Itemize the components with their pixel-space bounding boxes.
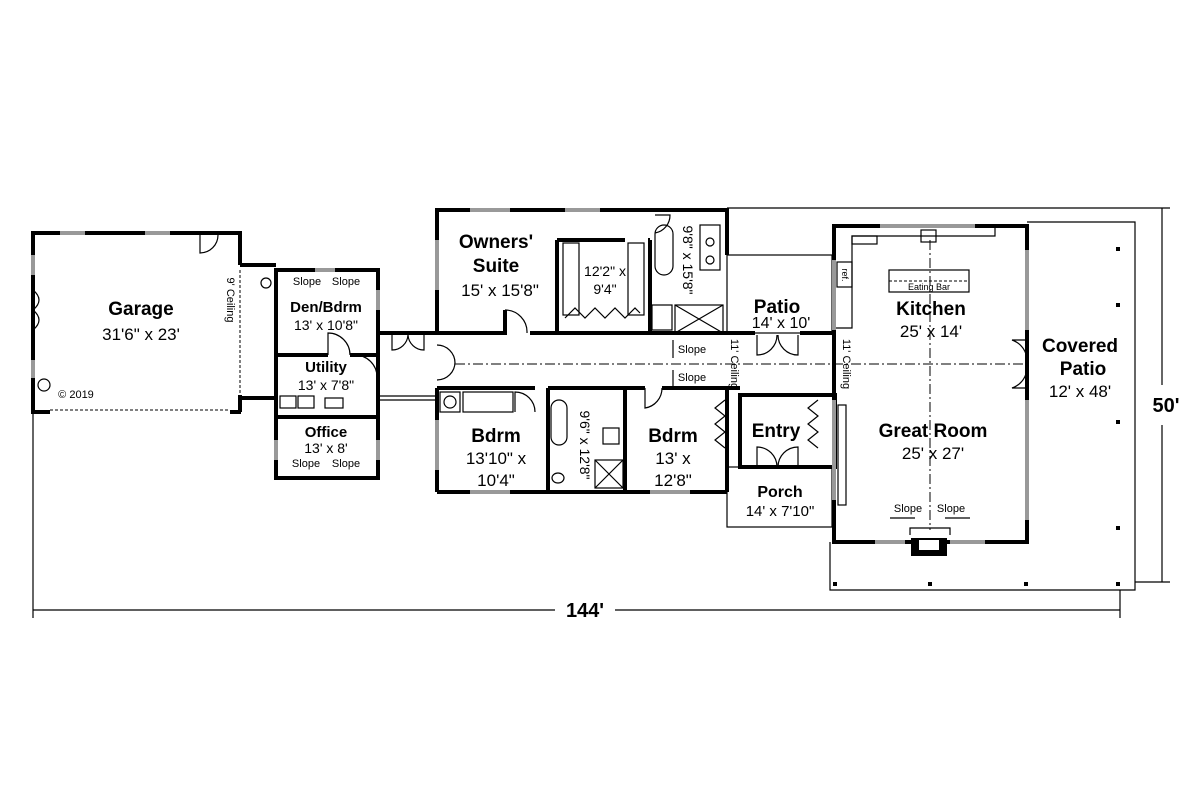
bdrm1-size-1: 13'10" x <box>466 449 527 468</box>
kitchen-name: Kitchen <box>896 299 966 320</box>
hall-ceiling-left: 11' Ceiling <box>728 339 740 389</box>
garage-ceiling-note: 9' Ceiling <box>224 278 236 323</box>
bath2-size: 9'6" x 12'8" <box>577 411 593 480</box>
great-room-name: Great Room <box>879 421 988 442</box>
office-slope-left: Slope <box>292 458 320 470</box>
entry-door[interactable] <box>756 446 799 468</box>
entry-name: Entry <box>752 421 801 442</box>
den-name: Den/Bdrm <box>290 299 362 316</box>
utility-size: 13' x 7'8" <box>298 377 354 393</box>
bdrm1-name: Bdrm <box>471 426 521 447</box>
great-room-slope-left: Slope <box>894 503 922 515</box>
den-size: 13' x 10'8" <box>294 317 358 333</box>
ref-label: ref. <box>840 268 850 281</box>
great-room-slope-right: Slope <box>937 503 965 515</box>
patio-size: 14' x 10' <box>752 315 811 332</box>
owners-suite-door[interactable] <box>504 309 528 334</box>
dimension-lines <box>32 207 1170 618</box>
owners-closet-size-2: 9'4" <box>593 281 616 297</box>
bdrm1-door[interactable] <box>514 391 536 413</box>
hall-door[interactable] <box>436 344 456 381</box>
overall-depth-label: 50' <box>1152 395 1179 417</box>
patio-door[interactable] <box>756 334 799 356</box>
porch-name: Porch <box>757 484 802 501</box>
garage-man-door[interactable] <box>199 234 219 254</box>
hall-slope-down: Slope <box>678 372 706 384</box>
bedroom-wing <box>435 208 740 494</box>
owners-suite-size: 15' x 15'8" <box>461 281 539 300</box>
kitchen-great-room <box>832 224 1029 556</box>
bdrm1-size-2: 10'4" <box>477 471 515 490</box>
owners-suite-name-2: Suite <box>473 256 519 277</box>
den-utility-office <box>240 263 380 480</box>
eating-bar-label: Eating Bar <box>908 282 950 292</box>
owners-closet-size-1: 12'2" x <box>584 263 626 279</box>
kitchen-size: 25' x 14' <box>900 322 962 341</box>
copyright: © 2019 <box>58 389 94 401</box>
garage-name: Garage <box>108 299 173 320</box>
utility-name: Utility <box>305 359 347 376</box>
covered-patio-door[interactable] <box>1011 339 1028 389</box>
bdrm2-door[interactable] <box>644 387 663 409</box>
bdrm2-size-2: 12'8" <box>654 471 692 490</box>
den-slope-left: Slope <box>293 276 321 288</box>
hall-ceiling-right: 11' Ceiling <box>840 339 852 389</box>
great-room-size: 25' x 27' <box>902 444 964 463</box>
patio-name: Patio <box>754 297 800 318</box>
bdrm2-name: Bdrm <box>648 426 698 447</box>
overall-width-label: 144' <box>566 600 604 622</box>
garage-size: 31'6" x 23' <box>102 325 180 344</box>
den-slope-right: Slope <box>332 276 360 288</box>
office-name: Office <box>305 424 348 441</box>
covered-patio-name-1: Covered <box>1042 336 1118 357</box>
owners-suite-name-1: Owners' <box>459 232 533 253</box>
office-size: 13' x 8' <box>304 440 347 456</box>
hall-slope-up: Slope <box>678 344 706 356</box>
bdrm2-size-1: 13' x <box>655 449 691 468</box>
porch-size: 14' x 7'10" <box>746 503 815 520</box>
covered-patio-size: 12' x 48' <box>1049 382 1111 401</box>
owners-bath-size: 9'8" x 15'8" <box>680 226 696 295</box>
breezeway <box>378 331 437 401</box>
covered-patio-name-2: Patio <box>1060 359 1106 380</box>
office-slope-right: Slope <box>332 458 360 470</box>
covered-patio <box>829 221 1136 591</box>
garage <box>31 231 272 414</box>
garage-side-door[interactable] <box>32 289 40 331</box>
